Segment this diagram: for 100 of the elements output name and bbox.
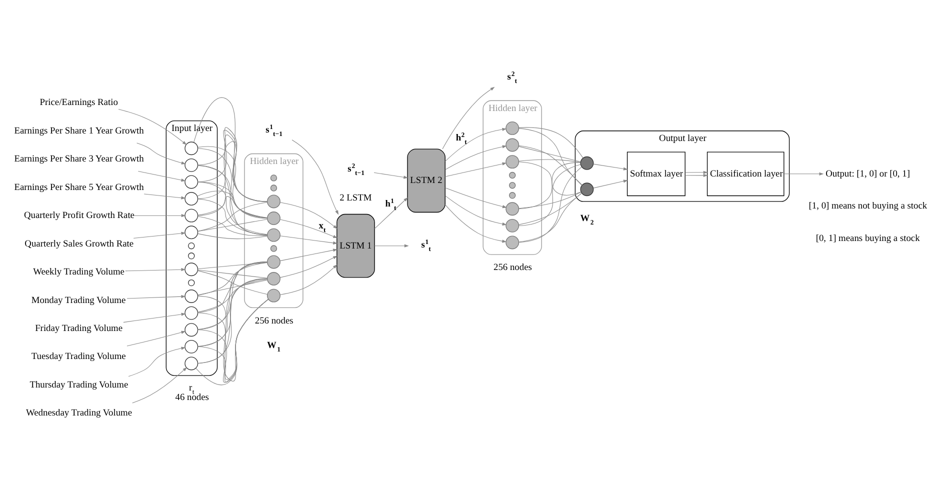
connector	[198, 261, 268, 364]
arrow	[136, 142, 186, 164]
connector	[518, 127, 584, 158]
node-text: Earnings Per Share 3 Year Growth	[14, 154, 144, 165]
arrow	[134, 214, 186, 218]
label: W$_{1}$	[267, 340, 280, 354]
connector	[198, 216, 268, 236]
node-box: LSTM 1	[336, 214, 375, 278]
node-circle	[184, 158, 198, 172]
node-circle	[184, 142, 198, 156]
cluster: Hidden layer	[482, 100, 542, 255]
node-label: 256 nodes	[254, 316, 294, 326]
node-circle	[506, 121, 520, 135]
node-circle	[184, 323, 198, 337]
arrow	[593, 164, 628, 170]
node-circle	[184, 306, 198, 320]
node-text: Monday Trading Volume	[31, 296, 126, 306]
node-circle	[188, 252, 195, 260]
connector	[198, 182, 268, 235]
node-circle	[267, 288, 280, 302]
node-circle	[267, 272, 280, 286]
arrow	[684, 174, 708, 177]
connector	[198, 164, 268, 236]
connector	[518, 166, 582, 243]
connector	[198, 278, 268, 364]
node-circle	[184, 262, 198, 276]
connector	[198, 233, 268, 240]
node-text: Thursday Trading Volume	[30, 380, 128, 390]
connector	[198, 278, 268, 330]
arrow	[444, 188, 507, 208]
arrow	[280, 219, 338, 238]
arrow	[133, 232, 186, 238]
connector	[198, 262, 268, 347]
label: W$_{2}$	[580, 214, 594, 226]
connector	[198, 278, 268, 347]
arrow	[444, 128, 507, 162]
arrow	[442, 86, 495, 150]
connector	[198, 262, 268, 296]
node-circle	[184, 208, 198, 222]
node-box: Softmax layer	[626, 152, 686, 196]
connector	[198, 262, 268, 330]
arrow	[684, 170, 708, 174]
node-circle	[267, 212, 280, 225]
arrow	[374, 197, 408, 229]
connector	[518, 146, 581, 162]
arrow	[374, 172, 408, 179]
node-circle	[184, 226, 198, 240]
arrow	[128, 346, 186, 377]
arrow	[125, 268, 186, 272]
arrow	[280, 264, 338, 296]
arrow	[126, 330, 186, 346]
connector	[518, 145, 582, 186]
connector	[198, 196, 268, 218]
arrow	[292, 140, 339, 215]
label: [0, 1] means buying a stock	[816, 234, 920, 244]
node-label: 256 nodes	[494, 263, 532, 274]
node-circle	[184, 340, 198, 354]
node-circle	[188, 279, 195, 286]
node-circle	[270, 184, 278, 192]
node-text: Wednesday Trading Volume	[26, 408, 132, 419]
node-text: Price/Earnings Ratio	[40, 98, 118, 108]
arrow	[132, 367, 188, 404]
label: 2 LSTM	[340, 194, 372, 204]
node-circle	[506, 218, 520, 232]
connector	[518, 192, 582, 225]
connector	[518, 159, 581, 163]
node-circle	[267, 255, 280, 269]
connector	[198, 270, 268, 278]
arrow	[445, 145, 507, 170]
arrow	[123, 312, 186, 323]
node-text: Tuesday Trading Volume	[31, 352, 126, 362]
arrow	[444, 162, 507, 177]
arrow	[118, 109, 187, 146]
node-circle	[184, 356, 198, 370]
connector	[198, 270, 268, 295]
connector	[197, 190, 268, 218]
connector	[518, 192, 582, 242]
node-circle	[580, 156, 594, 170]
connector	[194, 97, 268, 202]
node-circle	[184, 175, 198, 189]
arrow	[444, 204, 507, 243]
node-text: Output: [1, 0] or [0, 1]	[826, 169, 910, 180]
node-box: LSTM 2	[407, 148, 446, 213]
node-text: Quarterly Profit Growth Rate	[24, 211, 134, 222]
node-text: Weekly Trading Volume	[33, 268, 124, 278]
node-text: Quarterly Sales Growth Rate	[24, 239, 134, 250]
node-circle	[270, 174, 278, 182]
connector	[518, 162, 581, 210]
arrow	[280, 256, 338, 278]
node-circle	[509, 182, 516, 189]
node-circle	[270, 245, 278, 252]
arrow	[593, 180, 628, 188]
node-circle	[580, 182, 594, 196]
connector	[198, 279, 268, 312]
node-circle	[506, 202, 520, 216]
arrow	[138, 171, 186, 182]
connector	[198, 262, 268, 270]
connector	[518, 192, 582, 209]
edge-label: x$_{t}$	[318, 221, 326, 234]
arrow	[784, 172, 824, 176]
